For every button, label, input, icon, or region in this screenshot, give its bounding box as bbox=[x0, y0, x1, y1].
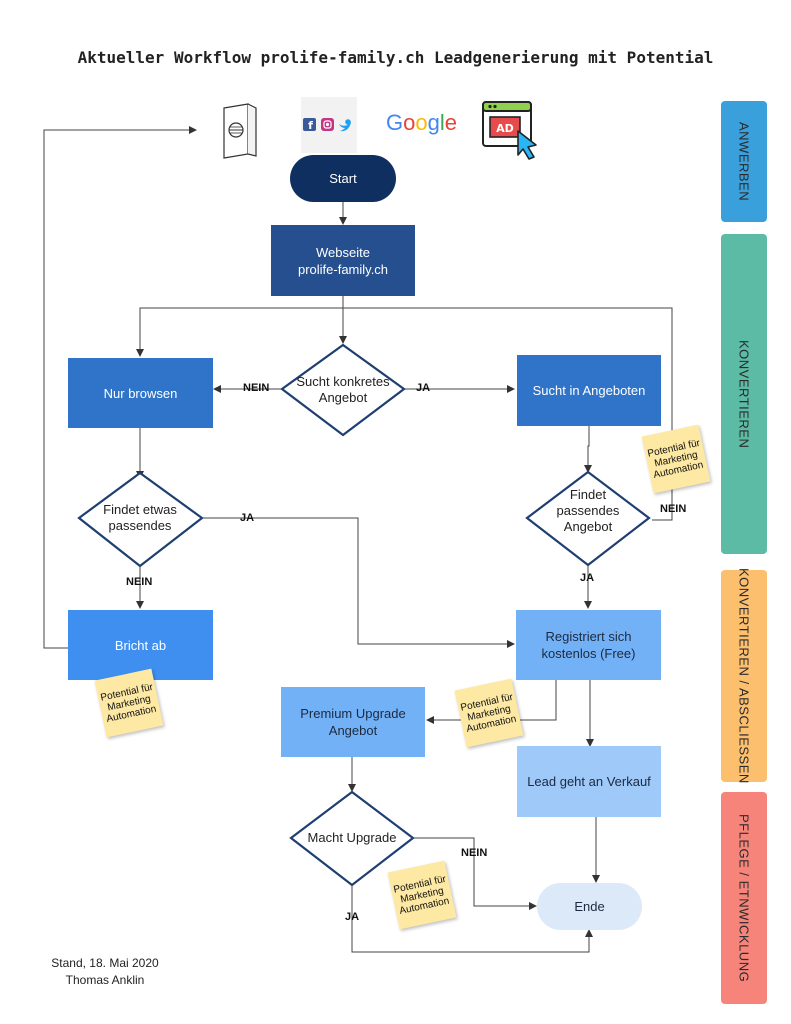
instagram-icon bbox=[321, 118, 334, 131]
bricht-ab-node: Bricht ab bbox=[68, 610, 213, 680]
sticky-note-upgrade: Potential für Marketing Automation bbox=[387, 860, 457, 930]
premium-upgrade-node: Premium Upgrade Angebot bbox=[281, 687, 425, 757]
label-nein-findet-angebot: NEIN bbox=[660, 503, 687, 515]
registriert-node: Registriert sich kostenlos (Free) bbox=[516, 610, 661, 680]
page-title: Aktueller Workflow prolife-family.ch Lea… bbox=[77, 48, 714, 67]
ad-click-icon: AD bbox=[482, 101, 537, 160]
sticky-note-angebote: Potential für Marketing Automation bbox=[641, 424, 711, 494]
sticky-note-bricht-ab: Potential für Marketing Automation bbox=[94, 668, 164, 738]
label-ja-upgrade: JA bbox=[345, 911, 360, 923]
google-g1: G bbox=[386, 110, 404, 135]
decision-findet-etwas bbox=[77, 471, 204, 568]
google-logo-icon: Google bbox=[386, 110, 458, 135]
decision-findet-angebot-text: Findet passendes Angebot bbox=[556, 487, 620, 534]
start-node: Start bbox=[290, 155, 396, 202]
twitter-icon bbox=[339, 119, 351, 132]
decision-sucht-angebot bbox=[280, 343, 406, 437]
phase-anwerben: ANWERBEN bbox=[721, 101, 767, 222]
brochure-icon bbox=[223, 103, 257, 159]
label-nein-findet-etwas: NEIN bbox=[126, 576, 153, 588]
phase-abschliessen: KONVERTIEREN / ABSCLIESSEN bbox=[721, 568, 767, 784]
footer-date: Stand, 18. Mai 2020 bbox=[51, 956, 159, 970]
nur-browsen-node: Nur browsen bbox=[68, 358, 213, 428]
label-nein-upgrade: NEIN bbox=[461, 847, 488, 859]
decision-macht-upgrade-text: Macht Upgrade bbox=[307, 830, 397, 845]
decision-macht-upgrade bbox=[289, 790, 415, 887]
svg-text:AD: AD bbox=[496, 122, 514, 135]
decision-findet-angebot bbox=[525, 470, 651, 567]
phase-pflege: PFLEGE / ETNWICKLUNG bbox=[721, 792, 767, 1004]
svg-text:f: f bbox=[308, 119, 313, 132]
sucht-angebote-node: Sucht in Angeboten bbox=[517, 355, 661, 426]
ende-node: Ende bbox=[537, 883, 642, 930]
decision-sucht-angebot-text: Sucht konkretes Angebot bbox=[296, 374, 390, 405]
webseite-node: Webseite prolife-family.ch bbox=[271, 225, 415, 296]
lead-verkauf-node: Lead geht an Verkauf bbox=[517, 746, 661, 817]
sticky-note-registriert: Potential für Marketing Automation bbox=[454, 678, 524, 748]
footer: Stand, 18. Mai 2020 Thomas Anklin bbox=[40, 955, 170, 989]
label-ja-findet-etwas: JA bbox=[240, 512, 255, 524]
label-nein-browsen: NEIN bbox=[243, 382, 270, 394]
phase-konvertieren: KONVERTIEREN bbox=[721, 234, 767, 554]
footer-author: Thomas Anklin bbox=[65, 973, 145, 987]
label-ja-angebote: JA bbox=[416, 382, 431, 394]
label-ja-findet-angebot: JA bbox=[580, 572, 595, 584]
facebook-icon: f bbox=[303, 118, 316, 132]
social-icons: f bbox=[301, 97, 357, 153]
decision-findet-etwas-text: Findet etwas passendes bbox=[103, 502, 177, 533]
